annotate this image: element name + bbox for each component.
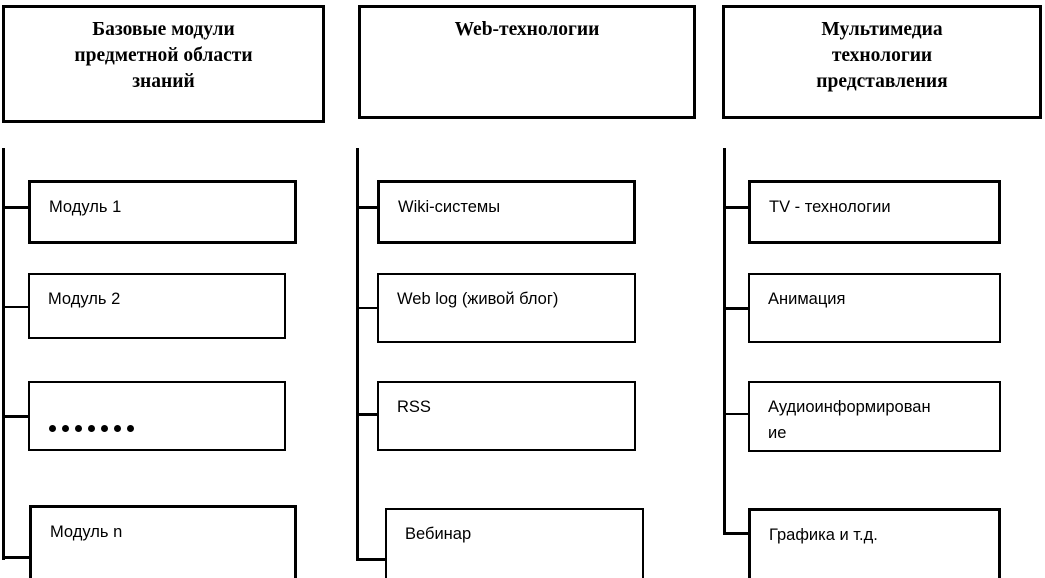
connector-base-modules-1	[2, 206, 30, 209]
connector-multimedia-2	[723, 307, 750, 310]
leaf-label-web-log: Web log (живой блог)	[397, 290, 559, 308]
leaf-box-webinar[interactable]: Вебинар	[385, 508, 644, 578]
trunk-line-web-technologies	[356, 148, 359, 561]
connector-multimedia-3	[723, 413, 750, 415]
connector-multimedia-1	[723, 206, 750, 209]
leaf-box-web-log[interactable]: Web log (живой блог)	[377, 273, 636, 343]
leaf-label-modul-1: Модуль 1	[49, 198, 122, 216]
leaf-label-wiki-systems: Wiki-системы	[398, 198, 501, 216]
connector-base-modules-4	[2, 556, 32, 559]
trunk-line-base-modules	[2, 148, 5, 560]
connector-web-technologies-1	[356, 206, 379, 209]
leaf-label-audio-information: Аудиоинформирован ие	[768, 398, 931, 442]
leaf-label-rss: RSS	[397, 398, 431, 416]
header-box-web-technologies: Web-технологии	[358, 5, 696, 119]
leaf-label-tv-technologies: TV - технологии	[769, 198, 891, 216]
leaf-box-animation[interactable]: Анимация	[748, 273, 1001, 343]
leaf-label-graphics: Графика и т.д.	[769, 526, 878, 544]
connector-web-technologies-4	[356, 558, 387, 561]
connector-base-modules-2	[2, 306, 30, 308]
trunk-line-multimedia-technologies	[723, 148, 726, 535]
leaf-label-modul-n: Модуль n	[50, 523, 123, 541]
leaf-box-modul-n[interactable]: Модуль n	[29, 505, 297, 578]
leaf-label-animation: Анимация	[768, 290, 846, 308]
leaf-box-modul-1[interactable]: Модуль 1	[28, 180, 297, 244]
leaf-label-modul-2: Модуль 2	[48, 290, 121, 308]
connector-base-modules-3	[2, 415, 30, 418]
leaf-box-modul-ellipsis[interactable]	[28, 381, 286, 451]
ellipsis-dots-icon	[49, 425, 134, 432]
leaf-box-audio-information[interactable]: Аудиоинформирован ие	[748, 381, 1001, 452]
leaf-box-rss[interactable]: RSS	[377, 381, 636, 451]
header-label-base-modules: Базовые модули предметной области знаний	[74, 19, 253, 92]
leaf-box-modul-2[interactable]: Модуль 2	[28, 273, 286, 339]
connector-multimedia-4	[723, 532, 750, 535]
connector-web-technologies-2	[356, 307, 379, 309]
header-label-web-technologies: Web-технологии	[454, 19, 600, 40]
leaf-box-tv-technologies[interactable]: TV - технологии	[748, 180, 1001, 244]
header-box-base-modules: Базовые модули предметной области знаний	[2, 5, 325, 123]
header-box-multimedia-technologies: Мультимедиа технологии представления	[722, 5, 1042, 119]
header-label-multimedia-technologies: Мультимедиа технологии представления	[816, 19, 948, 92]
leaf-box-wiki-systems[interactable]: Wiki-системы	[377, 180, 636, 244]
leaf-label-webinar: Вебинар	[405, 525, 472, 543]
connector-web-technologies-3	[356, 413, 379, 416]
leaf-box-graphics[interactable]: Графика и т.д.	[748, 508, 1001, 578]
